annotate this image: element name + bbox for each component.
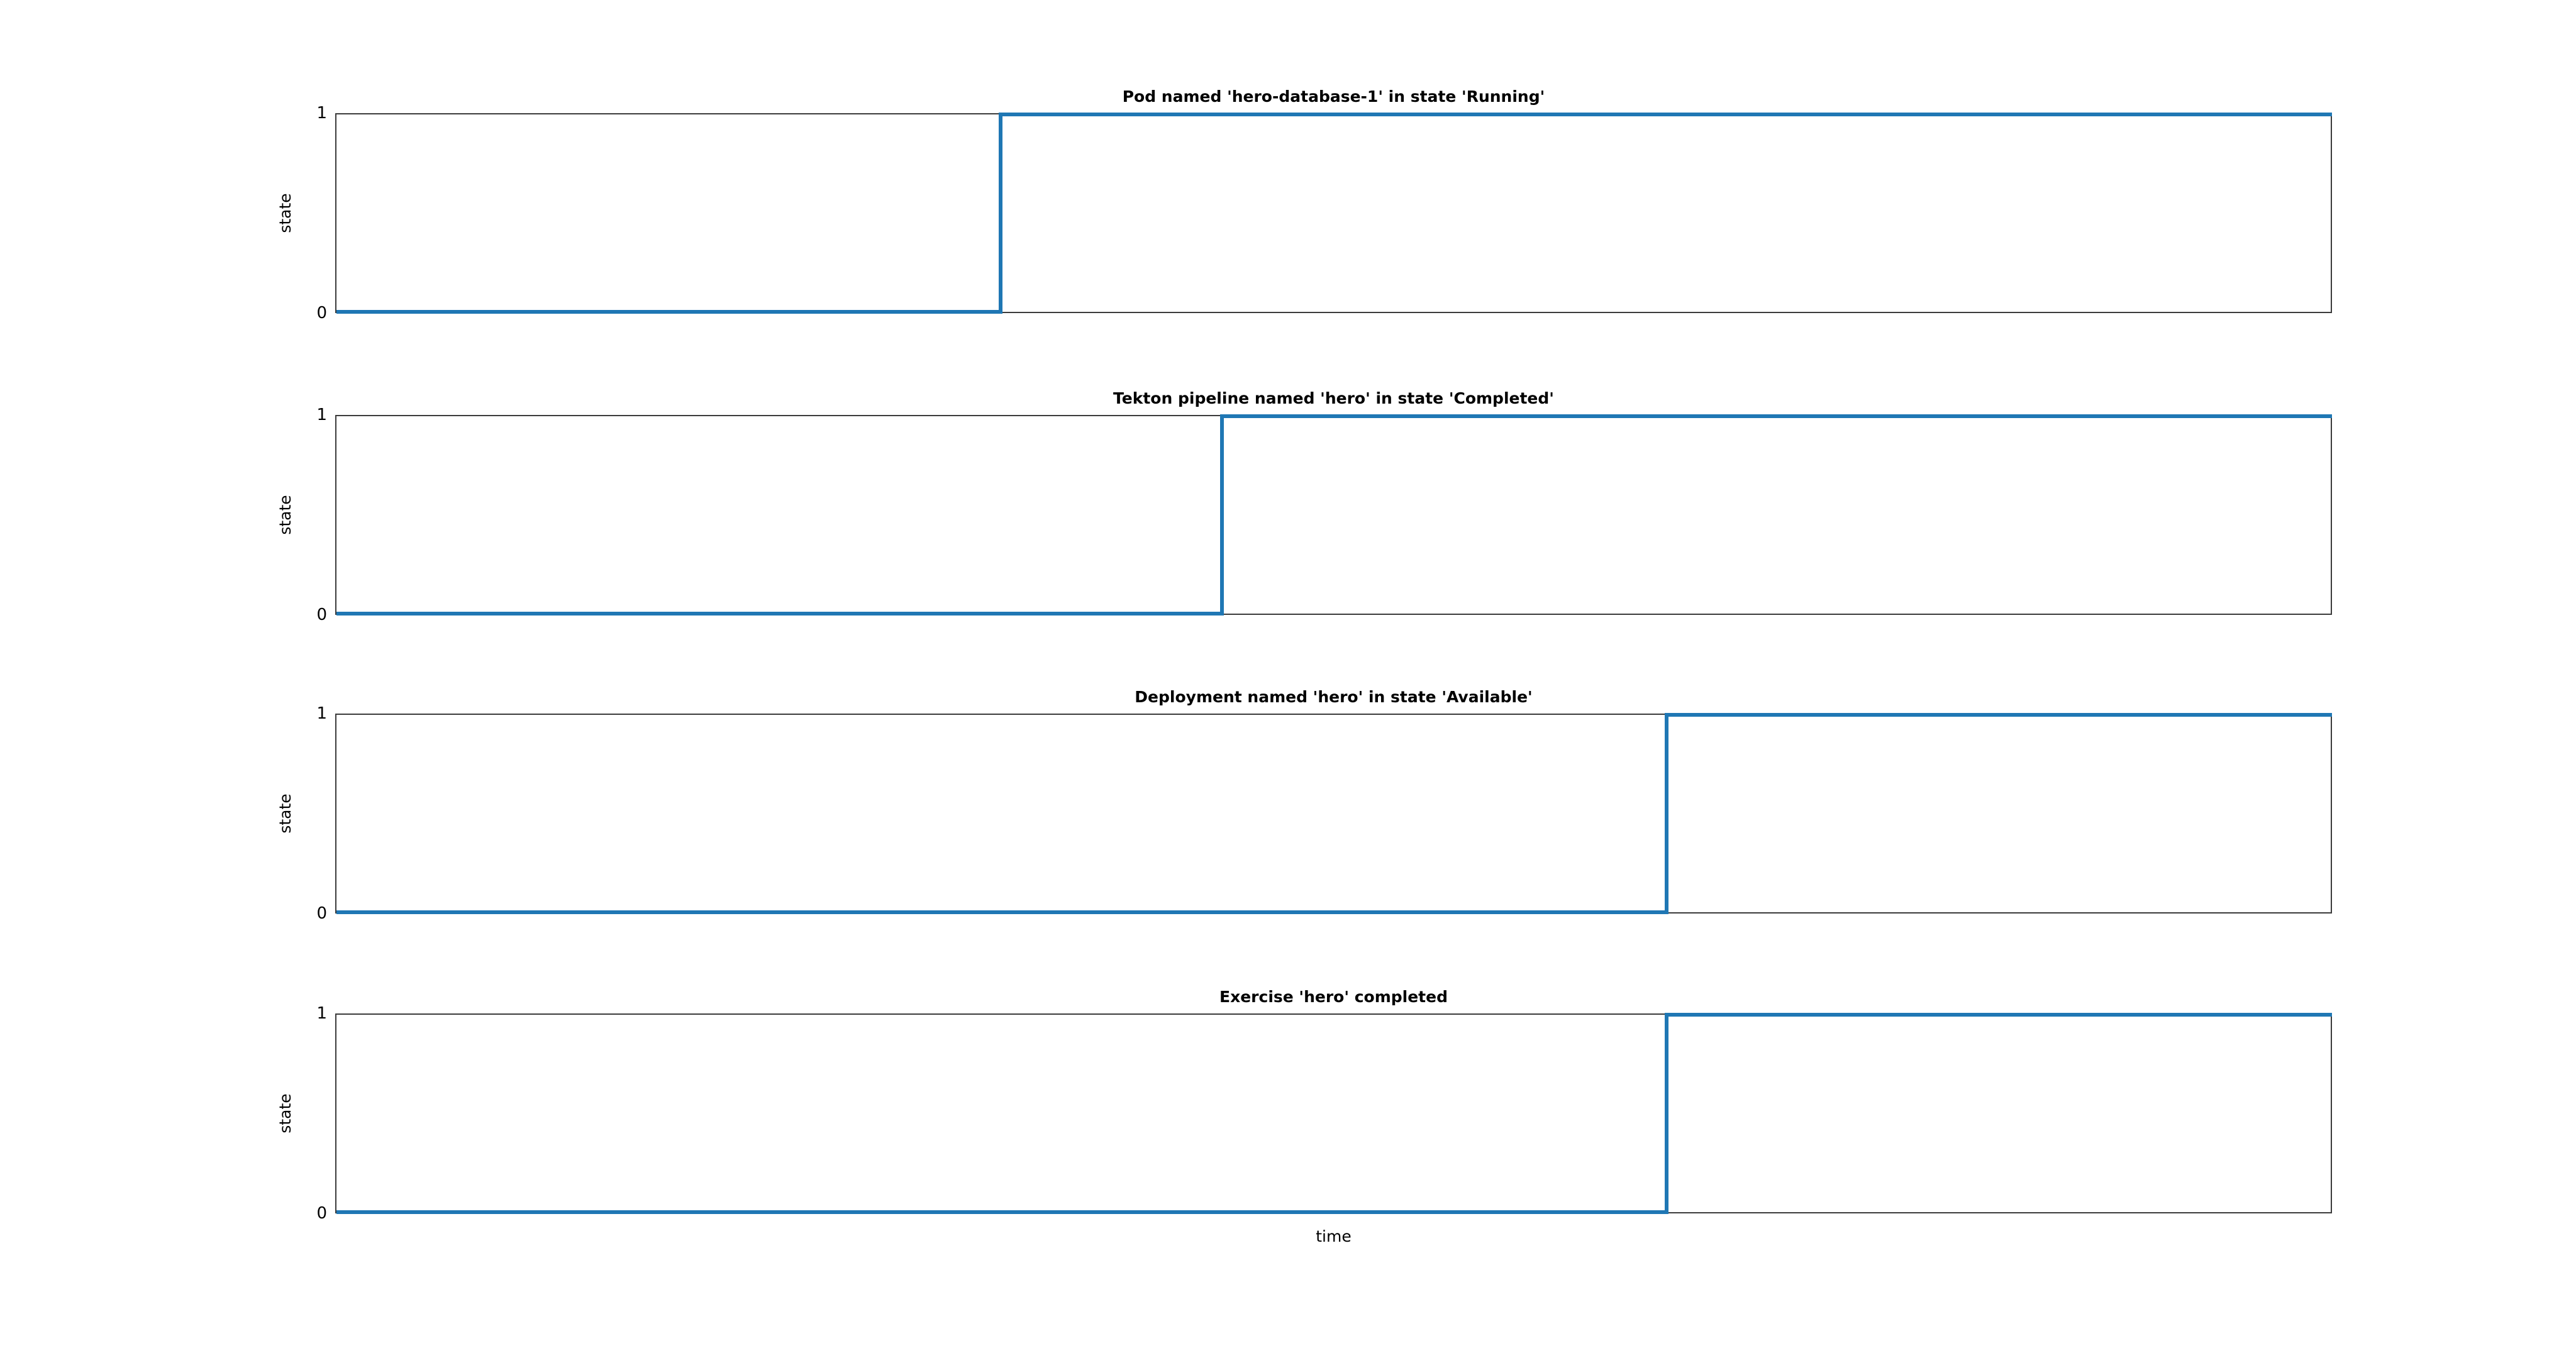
subplot-2-axes [335,414,2332,616]
subplot-1-title: Pod named 'hero-database-1' in state 'Ru… [1122,87,1545,106]
subplot-1-ytick-top: 1 [316,104,327,123]
subplot-3-ylabel: state [275,793,294,834]
step-high-segment [1667,1013,2332,1017]
subplot-1-ytick-bottom: 0 [316,304,327,323]
subplot-4-title: Exercise 'hero' completed [1219,988,1448,1006]
subplot-4-step-series [336,1013,2332,1214]
subplot-4-ytick-bottom: 0 [316,1204,327,1223]
subplot-2-title: Tekton pipeline named 'hero' in state 'C… [1113,389,1554,407]
subplot-4-ylabel: state [275,1093,294,1134]
subplot-3-ytick-top: 1 [316,704,327,723]
subplot-2-step-series [336,414,2332,616]
subplot-2-ytick-bottom: 0 [316,605,327,624]
subplot-1-ylabel: state [275,193,294,233]
step-high-segment [1667,713,2332,717]
subplot-3-axes [335,713,2332,914]
subplot-1-step-series [336,113,2332,314]
step-low-segment [336,1210,1667,1214]
step-rise-segment [1219,414,1224,616]
step-low-segment [336,910,1667,914]
subplot-2-ytick-top: 1 [316,406,327,424]
x-axis-label: time [1316,1227,1352,1245]
subplot-3-step-series [336,713,2332,914]
subplot-3-title: Deployment named 'hero' in state 'Availa… [1135,688,1533,706]
subplot-3: Deployment named 'hero' in state 'Availa… [276,689,2332,922]
subplot-3-ytick-bottom: 0 [316,904,327,923]
subplot-4-axes [335,1013,2332,1214]
step-low-segment [336,612,1222,616]
step-low-segment [336,310,1001,314]
step-rise-segment [1665,1013,1669,1214]
subplot-1: Pod named 'hero-database-1' in state 'Ru… [276,89,2332,321]
subplot-4: Exercise 'hero' completed 1 0 state time [276,989,2332,1244]
subplot-1-axes [335,113,2332,314]
subplot-2: Tekton pipeline named 'hero' in state 'C… [276,390,2332,623]
subplot-2-ylabel: state [275,495,294,535]
step-high-segment [1000,113,2332,116]
step-rise-segment [998,113,1002,314]
subplot-4-ytick-top: 1 [316,1004,327,1023]
step-high-segment [1221,414,2332,418]
step-rise-segment [1665,713,1669,914]
